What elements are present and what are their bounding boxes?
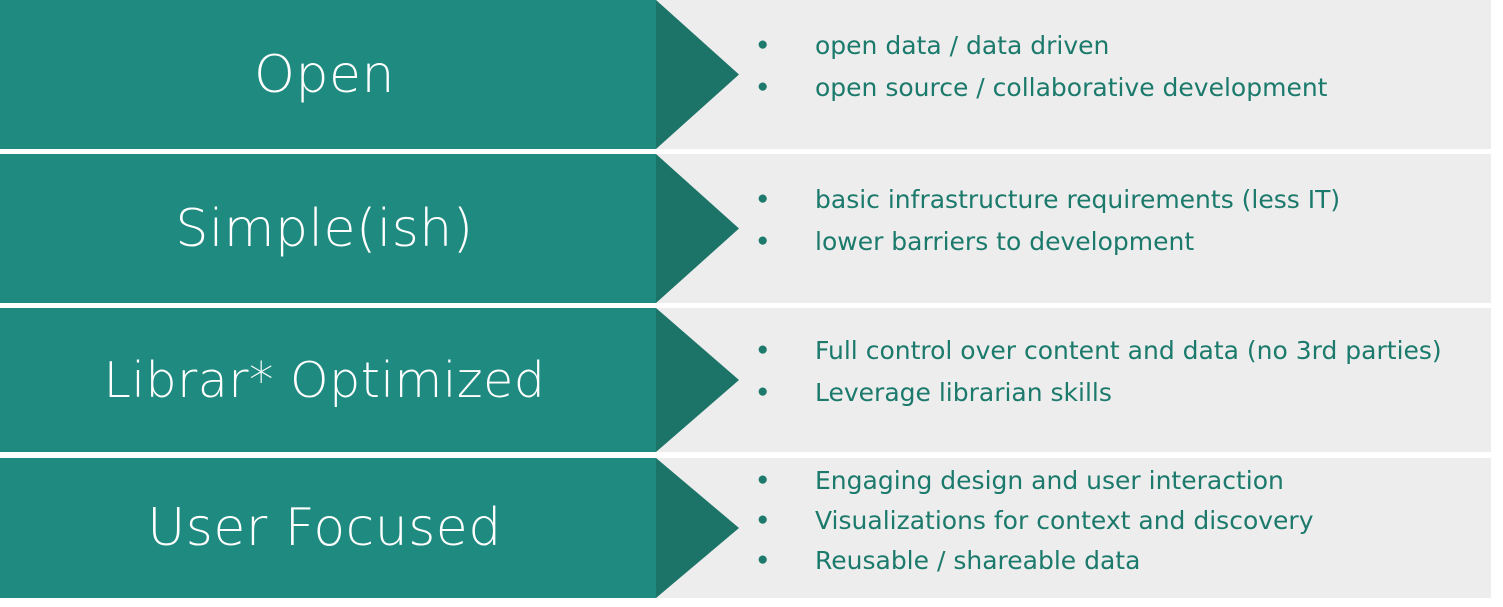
row-label-library-optimized: Librar* Optimized <box>103 351 546 409</box>
list-item: ● Reusable / shareable data <box>757 548 1314 588</box>
bullet-text: Leverage librarian skills <box>815 378 1112 407</box>
row-label-user-focused: User Focused <box>147 498 502 558</box>
list-item: ● Leverage librarian skills <box>757 380 1442 422</box>
bullet-dot-icon: ● <box>757 187 769 209</box>
list-item: ● Full control over content and data (no… <box>757 338 1442 380</box>
row-bullet-list: ● open data / data driven ● open source … <box>757 0 1327 149</box>
bullet-text: Full control over content and data (no 3… <box>815 336 1442 365</box>
list-item: ● Engaging design and user interaction <box>757 468 1314 508</box>
bullet-dot-icon: ● <box>757 229 769 251</box>
bullet-text: basic infrastructure requirements (less … <box>815 184 1341 214</box>
row-bullet-list: ● basic infrastructure requirements (les… <box>757 154 1340 303</box>
list-item: ● open source / collaborative developmen… <box>757 75 1327 117</box>
bullet-text: Engaging design and user interaction <box>815 466 1284 495</box>
diagram-row-open: Open ● open data / data driven ● open so… <box>0 0 1503 149</box>
list-item: ● lower barriers to development <box>757 229 1340 271</box>
bullet-dot-icon: ● <box>757 33 769 55</box>
bullet-dot-icon: ● <box>757 381 769 402</box>
bullet-dot-icon: ● <box>757 75 769 97</box>
bullet-dot-icon: ● <box>757 469 769 490</box>
row-label-simple: Simple(ish) <box>175 198 474 259</box>
bullet-dot-icon: ● <box>757 509 769 530</box>
diagram-row-library-optimized: Librar* Optimized ● Full control over co… <box>0 308 1503 452</box>
bullet-text: open source / collaborative development <box>815 72 1328 102</box>
list-item: ● open data / data driven <box>757 33 1327 75</box>
bullet-text: Visualizations for context and discovery <box>815 506 1314 535</box>
bullet-dot-icon: ● <box>757 549 769 570</box>
row-label-open: Open <box>254 44 395 105</box>
bullet-text: open data / data driven <box>815 30 1110 60</box>
list-item: ● Visualizations for context and discove… <box>757 508 1314 548</box>
bullet-text: Reusable / shareable data <box>815 546 1141 575</box>
row-bullet-list: ● Full control over content and data (no… <box>757 308 1442 452</box>
row-bullet-list: ● Engaging design and user interaction ●… <box>757 458 1314 598</box>
list-item: ● basic infrastructure requirements (les… <box>757 187 1340 229</box>
bullet-dot-icon: ● <box>757 339 769 360</box>
bullet-text: lower barriers to development <box>815 226 1195 256</box>
diagram-row-simple: Simple(ish) ● basic infrastructure requi… <box>0 154 1503 303</box>
diagram-row-user-focused: User Focused ● Engaging design and user … <box>0 458 1503 598</box>
